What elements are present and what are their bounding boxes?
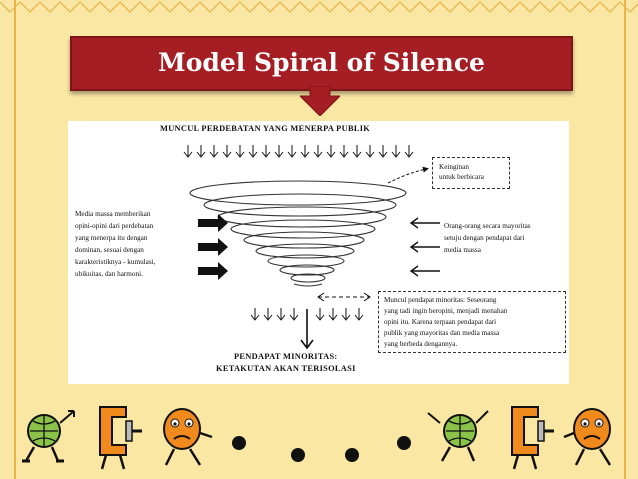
dot-icon xyxy=(291,448,305,462)
left-text-line: yang menerpa itu dengan xyxy=(75,234,148,242)
worried-face-character-icon xyxy=(563,408,612,466)
desire-box: Keinginan untuk berbicara xyxy=(432,157,510,189)
bottom-heading-line-1: PENDAPAT MINORITAS: xyxy=(234,352,338,361)
left-text-line: ubikuitas, dan harmoni. xyxy=(75,270,143,278)
title-box: Model Spiral of Silence xyxy=(70,36,573,91)
slide-title: Model Spiral of Silence xyxy=(158,48,485,77)
clamp-character-icon xyxy=(99,406,142,470)
left-text-line: Media massa memberikan xyxy=(75,210,151,218)
diagram-graphics xyxy=(183,145,440,350)
desire-line-2: untuk berbicara xyxy=(439,173,484,181)
left-text-line: dominan, sesuai dengan xyxy=(75,246,144,254)
minority-line: publik yang mayoritas dan media massa xyxy=(384,329,500,337)
spiral-of-silence-diagram: MUNCUL PERDEBATAN YANG MENERPA PUBLIK Ke… xyxy=(68,121,569,384)
left-text-line: opini-opini dari perdebatan xyxy=(75,222,154,230)
dot-icon xyxy=(397,436,411,450)
dot-icon xyxy=(345,448,359,462)
top-heading: MUNCUL PERDEBATAN YANG MENERPA PUBLIK xyxy=(160,124,371,133)
left-text-line: karakteristiknya - kumulasi, xyxy=(75,258,156,266)
down-arrow-icon xyxy=(300,86,340,116)
top-zigzag-border xyxy=(0,1,638,13)
footer-decoration xyxy=(22,406,612,470)
globe-ball-character-icon xyxy=(22,410,75,463)
right-text-line: Orang-orang secara mayoritas xyxy=(444,222,531,230)
dot-icon xyxy=(232,436,246,450)
right-text-line: setuju dengan pendapat dari xyxy=(444,234,525,242)
left-border-line xyxy=(14,0,16,479)
right-border-line xyxy=(624,0,626,479)
minority-line: opini itu. Karena terpaan pendapat dari xyxy=(384,318,497,326)
bottom-heading-line-2: KETAKUTAN AKAN TERISOLASI xyxy=(216,364,356,373)
worried-face-character-icon xyxy=(163,408,213,466)
minority-line: yang berbeda dengannya. xyxy=(384,340,458,348)
desire-line-1: Keinginan xyxy=(439,163,469,171)
minority-opinion-box: Muncul pendapat minoritas: Seseorang yan… xyxy=(378,291,566,353)
globe-ball-character-icon xyxy=(427,410,489,462)
right-text-line: media massa xyxy=(444,246,481,254)
minority-line: Muncul pendapat minoritas: Seseorang xyxy=(384,296,497,304)
minority-line: yang tadi ingin beropini, menjadi menaha… xyxy=(384,307,508,315)
clamp-character-icon xyxy=(511,406,554,470)
